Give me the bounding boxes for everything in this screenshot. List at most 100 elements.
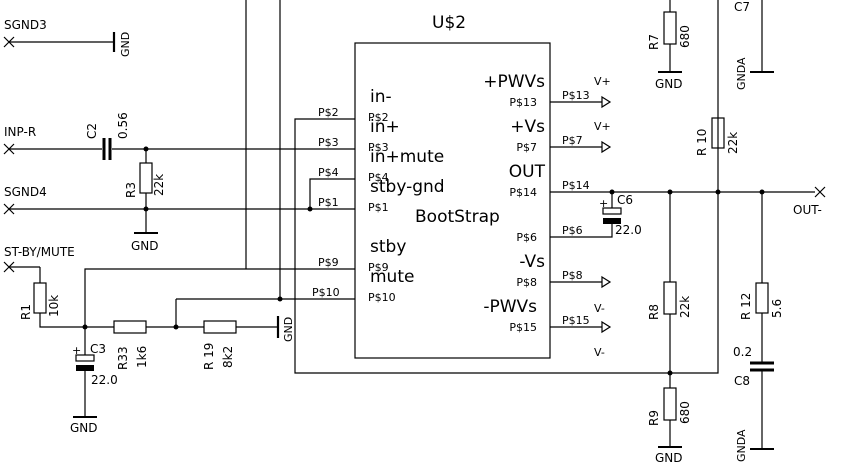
gnda-label-c7: GNDA	[735, 57, 748, 90]
resistor-r19	[203, 320, 237, 334]
resistor-r12	[755, 282, 769, 314]
pin-label-minus-vs: -Vs	[519, 252, 545, 272]
gnda-label-c8: GNDA	[735, 429, 748, 462]
pin-label-mute: mute	[370, 267, 414, 287]
c6-polarity: +	[599, 197, 608, 210]
pin-num-p13-inner: P$13	[509, 96, 537, 109]
r8-name: R8	[647, 304, 661, 320]
v-plus-label-1: V+	[594, 75, 611, 88]
net-p15: P$15	[562, 314, 590, 327]
ic-name: U$2	[432, 13, 466, 33]
net-p8: P$8	[562, 269, 583, 282]
pin-label-stby: stby	[370, 237, 406, 257]
pin-label-in-plus-mute: in+mute	[370, 147, 444, 167]
r3-value: 22k	[152, 174, 166, 196]
out-minus-label: OUT-	[793, 203, 822, 217]
feedback-wire	[294, 0, 719, 374]
resistor-r9	[663, 387, 677, 421]
r1-value: 10k	[47, 295, 61, 317]
resistor-r8	[663, 281, 677, 315]
pin-label-plus-vs: +Vs	[510, 117, 545, 137]
gnd-label-r7: GND	[655, 77, 683, 91]
pin-num-p1-inner: P$1	[368, 201, 389, 214]
v-plus-label-2: V+	[594, 120, 611, 133]
c8-name: C8	[734, 374, 750, 388]
gnd-label-r19: GND	[282, 317, 295, 342]
r33-name: R33	[116, 346, 130, 370]
c3-polarity: +	[72, 344, 81, 357]
pin-num-p9-outer: P$9	[318, 256, 339, 269]
net-p7: P$7	[562, 134, 583, 147]
sgnd3-label: SGND3	[4, 18, 47, 32]
r3-name: R3	[124, 182, 138, 198]
gnd-label-sgnd3: GND	[119, 32, 132, 57]
r7-value: 680	[678, 25, 692, 48]
sgnd4-terminal	[3, 203, 355, 215]
r33-value: 1k6	[135, 346, 149, 368]
gnd-label-r9: GND	[655, 451, 683, 464]
r19-name: R 19	[202, 343, 216, 370]
capacitor-c2	[102, 138, 112, 160]
pin-num-p3-inner: P$3	[368, 141, 389, 154]
v-minus-label-1: V-	[594, 302, 605, 315]
st-by-mute-label: ST-BY/MUTE	[4, 245, 75, 259]
pin-label-in-minus: in-	[370, 87, 392, 107]
pin-label-plus-pwvs: +PWVs	[483, 72, 545, 92]
r12-value: 5.6	[770, 299, 784, 318]
gnd-label-r3: GND	[131, 239, 159, 253]
net-p13: P$13	[562, 89, 590, 102]
pin-label-minus-pwvs: -PWVs	[483, 297, 537, 317]
r19-value: 8k2	[221, 346, 235, 368]
c6-name: C6	[617, 193, 633, 207]
gnd-label-c3: GND	[70, 421, 98, 435]
c3-value: 22.0	[91, 373, 118, 387]
sgnd4-label: SGND4	[4, 185, 47, 199]
resistor-r1	[33, 282, 47, 314]
pin-num-p2-inner: P$2	[368, 111, 389, 124]
c6-value: 22.0	[615, 223, 642, 237]
pin-num-p9-inner: P$9	[368, 261, 389, 274]
inp-r-terminal	[3, 143, 102, 155]
r10-value: 22k	[726, 132, 740, 154]
v-minus-label-2: V-	[594, 346, 605, 359]
r1-name: R1	[19, 304, 33, 320]
c8-value: 0.2	[733, 345, 752, 359]
out-minus-terminal	[814, 186, 826, 198]
resistor-r10	[711, 117, 725, 149]
resistor-r33	[113, 320, 147, 334]
pin-num-p1-outer: P$1	[318, 196, 339, 209]
pin-num-p7-inner: P$7	[516, 141, 537, 154]
sgnd3-terminal	[3, 32, 116, 52]
pin-num-p4-outer: P$4	[318, 166, 339, 179]
c2-value: 0.56	[116, 112, 130, 139]
r7-name: R7	[647, 34, 661, 50]
r9-name: R9	[647, 410, 661, 426]
capacitor-c8	[750, 361, 774, 372]
capacitor-c6	[602, 207, 622, 224]
pin-num-p8-inner: P$8	[516, 276, 537, 289]
r12-name: R 12	[739, 293, 753, 320]
net-p14: P$14	[562, 179, 590, 192]
ic-body	[354, 42, 551, 359]
pin-num-p3-outer: P$3	[318, 136, 339, 149]
pin-num-p4-inner: P$4	[368, 171, 389, 184]
resistor-r3	[139, 162, 153, 194]
r9-value: 680	[678, 401, 692, 424]
pin-label-stby-gnd: stby-gnd	[370, 177, 445, 197]
pin-num-p6-inner: P$6	[516, 231, 537, 244]
r8-value: 22k	[678, 296, 692, 318]
resistor-r7	[663, 11, 677, 45]
pin-num-p2-outer: P$2	[318, 106, 339, 119]
capacitor-c3	[75, 354, 95, 371]
pin-label-out: OUT	[509, 162, 546, 182]
pin-num-p10-outer: P$10	[312, 286, 340, 299]
r10-name: R 10	[695, 129, 709, 156]
pin-num-p15-inner: P$15	[509, 321, 537, 334]
bootstrap-label: BootStrap	[415, 207, 500, 227]
st-by-mute-terminal	[3, 261, 40, 273]
pin-label-in-plus: in+	[370, 117, 400, 137]
c2-name: C2	[85, 123, 99, 139]
pin-num-p10-inner: P$10	[368, 291, 396, 304]
pin-num-p14-inner: P$14	[509, 186, 537, 199]
